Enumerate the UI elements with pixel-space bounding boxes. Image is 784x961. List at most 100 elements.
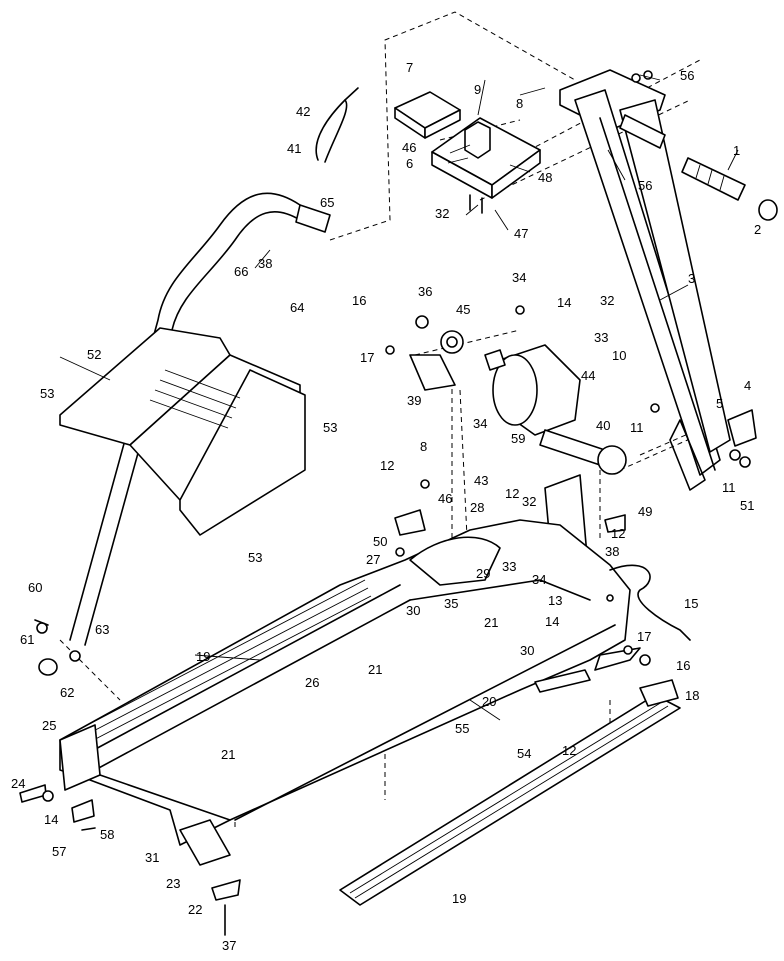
callout-55: 55 [455,721,469,736]
callout-64: 64 [290,300,304,315]
callout-8-console: 8 [516,96,523,111]
callout-39: 39 [407,393,421,408]
callout-12-b: 12 [505,486,519,501]
callout-40: 40 [596,418,610,433]
callout-50: 50 [373,534,387,549]
callout-13: 13 [548,593,562,608]
cable-assembly [315,87,359,163]
callout-labels: 1 2 3 4 5 6 7 8 8 9 10 11 11 12 12 12 12… [11,60,761,953]
callout-60: 60 [28,580,42,595]
callout-1: 1 [733,143,740,158]
callout-36: 36 [418,284,432,299]
handrail [69,192,331,646]
callout-21-c: 21 [221,747,235,762]
callout-52: 52 [87,347,101,362]
callout-18: 18 [685,688,699,703]
callout-51: 51 [740,498,754,513]
callout-22: 22 [188,902,202,917]
callout-10: 10 [612,348,626,363]
callout-12-d: 12 [562,743,576,758]
callout-57: 57 [52,844,66,859]
callout-49: 49 [638,504,652,519]
callout-34-mid: 34 [473,416,487,431]
callout-41: 41 [287,141,301,156]
callout-32-console: 32 [435,206,449,221]
side-rail [339,694,681,906]
callout-11-lower: 11 [722,480,736,495]
callout-24: 24 [11,776,25,791]
callout-33-motor: 33 [594,330,608,345]
callout-61: 61 [20,632,34,647]
drive-motor [409,330,627,475]
callout-7: 7 [406,60,413,75]
callout-53-bottom: 53 [248,550,262,565]
callout-3: 3 [688,271,695,286]
callout-11-upper: 11 [630,420,644,435]
callout-9: 9 [474,82,481,97]
callout-44: 44 [581,368,595,383]
crossbar [619,114,666,149]
callout-43: 43 [474,473,488,488]
callout-33-frame: 33 [502,559,516,574]
callout-17-frame: 17 [637,629,651,644]
motor-hood [59,327,306,536]
callout-53-right: 53 [323,420,337,435]
callout-56-mid: 56 [638,178,652,193]
upright-frame [559,69,731,491]
callout-5: 5 [716,396,723,411]
callout-37: 37 [222,938,236,953]
callout-30-a: 30 [406,603,420,618]
callout-46-frame: 46 [438,491,452,506]
callout-12-a: 12 [380,458,394,473]
callout-38-handrail: 38 [258,256,272,271]
callout-16-motor: 16 [352,293,366,308]
callout-23: 23 [166,876,180,891]
small-parts [19,70,757,936]
callout-34-top: 34 [512,270,526,285]
console-assembly [394,91,541,214]
callout-17-motor: 17 [360,350,374,365]
treadmill-frame [59,519,631,866]
callout-6: 6 [406,156,413,171]
callout-65: 65 [320,195,334,210]
callout-29: 29 [476,566,490,581]
callout-30-b: 30 [520,643,534,658]
power-cord [609,564,691,641]
callout-14-frame: 14 [545,614,559,629]
callout-21-a: 21 [484,615,498,630]
callout-14-roller: 14 [44,812,58,827]
callout-28: 28 [470,500,484,515]
callout-58: 58 [100,827,114,842]
callout-59: 59 [511,431,525,446]
callout-47: 47 [514,226,528,241]
callout-62: 62 [60,685,74,700]
callout-21-b: 21 [368,662,382,677]
callout-2: 2 [754,222,761,237]
callout-34-low: 34 [532,572,546,587]
callout-32-motor: 32 [600,293,614,308]
handgrip [681,157,778,221]
callout-54: 54 [517,746,531,761]
callout-14-motor: 14 [557,295,571,310]
callout-32-frame: 32 [522,494,536,509]
callout-19-rail-lower: 19 [452,891,466,906]
callout-66: 66 [234,264,248,279]
callout-20: 20 [482,694,496,709]
callout-19-rail: 19 [196,649,210,664]
callout-35: 35 [444,596,458,611]
callout-45: 45 [456,302,470,317]
callout-63: 63 [95,622,109,637]
leader-lines [59,74,739,721]
callout-31: 31 [145,850,159,865]
callout-26: 26 [305,675,319,690]
callout-15: 15 [684,596,698,611]
callout-48: 48 [538,170,552,185]
callout-38-frame: 38 [605,544,619,559]
callout-56-top: 56 [680,68,694,83]
callout-42: 42 [296,104,310,119]
callout-8-wire: 8 [420,439,427,454]
callout-4: 4 [744,378,751,393]
callout-27: 27 [366,552,380,567]
callout-12-c: 12 [611,526,625,541]
